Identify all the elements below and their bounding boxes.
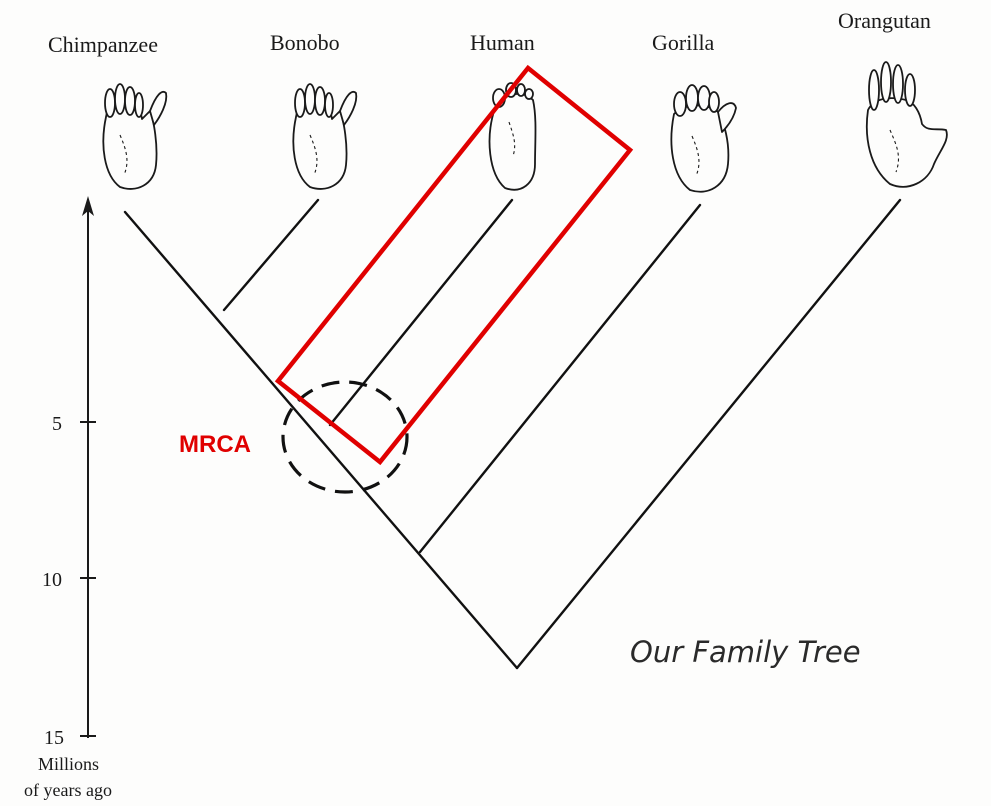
axis-caption-line1: Millions bbox=[38, 754, 99, 774]
foot-icon bbox=[867, 62, 947, 187]
foot-icon bbox=[671, 85, 736, 192]
foot-icon bbox=[103, 84, 166, 189]
time-axis: 5 10 15 Millions of years ago bbox=[24, 196, 112, 800]
species-label-gorilla: Gorilla bbox=[652, 30, 715, 55]
branch-human bbox=[330, 200, 512, 425]
species-label-human: Human bbox=[470, 30, 535, 55]
species-label-orangutan: Orangutan bbox=[838, 8, 931, 33]
species-label-chimpanzee: Chimpanzee bbox=[48, 32, 158, 57]
foot-icon bbox=[490, 83, 536, 190]
tick-label-5: 5 bbox=[52, 413, 62, 435]
foot-icon bbox=[293, 84, 356, 189]
branch-orangutan bbox=[517, 200, 900, 668]
axis-caption-line2: of years ago bbox=[24, 780, 112, 800]
species-label-bonobo: Bonobo bbox=[270, 30, 340, 55]
tree-caption: Our Family Tree bbox=[630, 635, 861, 669]
tick-label-15: 15 bbox=[44, 727, 64, 749]
branch-bonobo bbox=[224, 200, 318, 310]
tick-label-10: 10 bbox=[42, 569, 62, 591]
branch-gorilla bbox=[420, 205, 700, 552]
mrca-label: MRCA bbox=[179, 431, 251, 458]
